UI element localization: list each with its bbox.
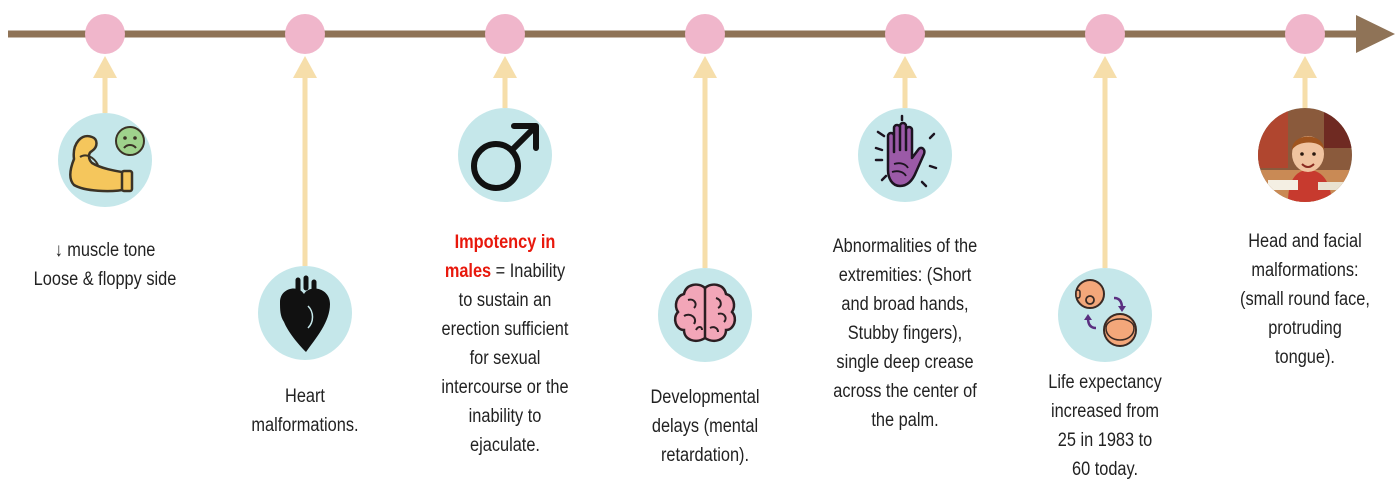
caption-line: Abnormalities of the xyxy=(828,232,983,261)
caption-line: protruding xyxy=(1228,314,1383,343)
caption-line: increased from xyxy=(1028,397,1183,426)
caption-5: Abnormalities of the extremities: (Short… xyxy=(828,232,983,435)
connector-1 xyxy=(93,56,117,113)
connector-6 xyxy=(1093,56,1117,268)
caption-2: Heart malformations. xyxy=(228,382,383,440)
caption-line: Impotency in xyxy=(428,228,583,257)
brain-icon xyxy=(658,268,752,362)
caption-text: = Inability xyxy=(491,261,565,282)
marker-6 xyxy=(1085,14,1125,54)
caption-line: extremities: (Short xyxy=(828,261,983,290)
caption-line: for sexual xyxy=(428,344,583,373)
caption-line: ejaculate. xyxy=(428,431,583,460)
caption-line: ↓ muscle tone xyxy=(28,236,183,265)
caption-line: 60 today. xyxy=(1028,455,1183,484)
caption-line: to sustain an xyxy=(428,286,583,315)
caption-line: inability to xyxy=(428,402,583,431)
caption-line: Life expectancy xyxy=(1028,368,1183,397)
male-symbol-icon xyxy=(458,108,552,202)
caption-line: Developmental xyxy=(628,383,783,412)
caption-3: Impotency in males = Inability to sustai… xyxy=(428,228,583,460)
caption-line: single deep crease xyxy=(828,348,983,377)
caption-line: retardation). xyxy=(628,441,783,470)
icon-circle-1 xyxy=(58,113,152,207)
icon-circle-3 xyxy=(458,108,552,202)
caption-line: Head and facial xyxy=(1228,227,1383,256)
flexed-arm-sad-face-icon xyxy=(58,113,152,207)
caption-line: (small round face, xyxy=(1228,285,1383,314)
connector-7 xyxy=(1293,56,1317,108)
emphasis-text: males xyxy=(445,261,491,282)
aging-faces-cycle-icon xyxy=(1058,268,1152,362)
caption-line: males = Inability xyxy=(428,257,583,286)
caption-line: erection sufficient xyxy=(428,315,583,344)
caption-line: malformations. xyxy=(228,411,383,440)
caption-line: malformations: xyxy=(1228,256,1383,285)
caption-7: Head and facial malformations: (small ro… xyxy=(1228,227,1383,372)
connector-2 xyxy=(293,56,317,266)
timeline-arrowhead xyxy=(1356,15,1395,53)
icon-circle-7 xyxy=(1258,108,1352,202)
caption-line: 25 in 1983 to xyxy=(1028,426,1183,455)
marker-4 xyxy=(685,14,725,54)
caption-line: intercourse or the xyxy=(428,373,583,402)
child-photo-icon xyxy=(1258,108,1352,202)
emphasis-text: Impotency in xyxy=(455,232,556,253)
marker-3 xyxy=(485,14,525,54)
icon-circle-4 xyxy=(658,268,752,362)
raised-palm-icon xyxy=(858,108,952,202)
marker-1 xyxy=(85,14,125,54)
connector-5 xyxy=(893,56,917,108)
marker-7 xyxy=(1285,14,1325,54)
icon-circle-2 xyxy=(258,266,352,360)
caption-line: delays (mental xyxy=(628,412,783,441)
connectors xyxy=(93,56,1317,268)
caption-line: Stubby fingers), xyxy=(828,319,983,348)
connector-4 xyxy=(693,56,717,268)
caption-line: the palm. xyxy=(828,406,983,435)
caption-line: and broad hands, xyxy=(828,290,983,319)
caption-4: Developmental delays (mental retardation… xyxy=(628,383,783,470)
icon-circle-5 xyxy=(858,108,952,202)
caption-1: ↓ muscle tone Loose & floppy side xyxy=(28,236,183,294)
icon-circle-6 xyxy=(1058,268,1152,362)
marker-2 xyxy=(285,14,325,54)
caption-line: Loose & floppy side xyxy=(28,265,183,294)
caption-6: Life expectancy increased from 25 in 198… xyxy=(1028,368,1183,484)
caption-line: Heart xyxy=(228,382,383,411)
caption-line: tongue). xyxy=(1228,343,1383,372)
connector-3 xyxy=(493,56,517,108)
marker-5 xyxy=(885,14,925,54)
heart-icon xyxy=(258,266,352,360)
caption-line: across the center of xyxy=(828,377,983,406)
